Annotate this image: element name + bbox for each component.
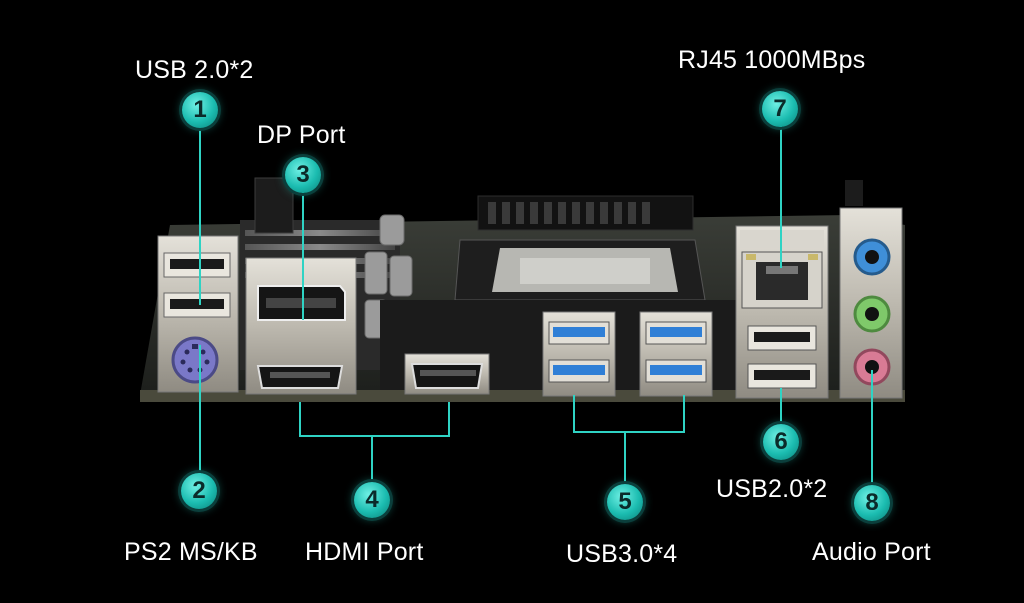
leader-lines <box>199 126 873 485</box>
callout-4: 4 <box>354 482 390 518</box>
callout-6: 6 <box>763 424 799 460</box>
callout-8: 8 <box>854 485 890 521</box>
label-audio: Audio Port <box>812 538 931 566</box>
label-hdmi: HDMI Port <box>305 538 424 566</box>
usb30-ports <box>542 311 713 397</box>
pcie-slot <box>477 195 694 231</box>
callout-5: 5 <box>607 484 643 520</box>
label-ps2: PS2 MS/KB <box>124 538 258 566</box>
label-usb20-left: USB 2.0*2 <box>135 56 254 84</box>
dp-hdmi-stack <box>245 257 357 395</box>
callout-3: 3 <box>285 157 321 193</box>
cpu-socket <box>454 239 706 301</box>
label-usb30: USB3.0*4 <box>566 540 678 568</box>
callout-2: 2 <box>181 473 217 509</box>
hdmi-connector-2 <box>404 353 490 395</box>
callout-7: 7 <box>762 91 798 127</box>
label-usb20-right: USB2.0*2 <box>716 475 828 503</box>
audio-jacks <box>839 180 903 399</box>
label-rj45: RJ45 1000MBps <box>678 46 866 74</box>
label-dp-port: DP Port <box>257 121 346 149</box>
callout-1: 1 <box>182 92 218 128</box>
left-usb-ps2-stack <box>157 235 239 393</box>
